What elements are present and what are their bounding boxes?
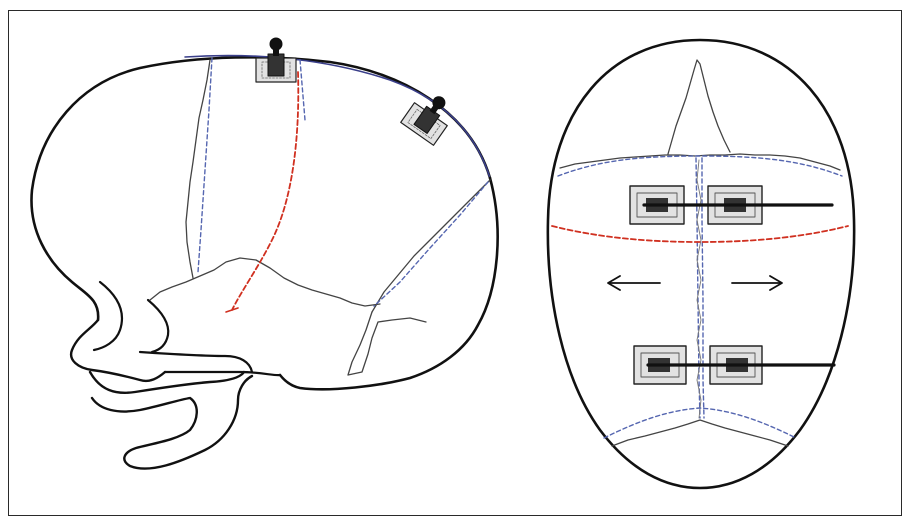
lambdoid-guide [374, 182, 488, 306]
maxilla-outline [90, 372, 244, 393]
occipital-suture [348, 312, 426, 375]
top-coronal-guide [558, 156, 842, 176]
anterior-fontanelle [668, 60, 730, 154]
cranium-outline [31, 57, 490, 320]
cranial-vault-edge [185, 56, 490, 178]
cheek-outline [140, 352, 252, 372]
arrow-left-icon [608, 276, 660, 290]
face-outline [71, 320, 165, 381]
top-view [548, 40, 854, 488]
coronal-suture [186, 60, 210, 278]
arrow-right-icon [732, 276, 782, 290]
mandible-outline [92, 376, 252, 469]
nasal-outline [148, 300, 168, 352]
distractor-device-lateral-1 [256, 38, 296, 82]
osteotomy-line [232, 72, 298, 310]
sagittal-suture-guide-b [702, 158, 704, 418]
squamosal-suture [150, 258, 380, 306]
lateral-view [31, 38, 497, 469]
sagittal-guide [300, 60, 305, 120]
top-lambdoid-suture [612, 420, 788, 446]
zygomatic-outline [165, 372, 280, 375]
